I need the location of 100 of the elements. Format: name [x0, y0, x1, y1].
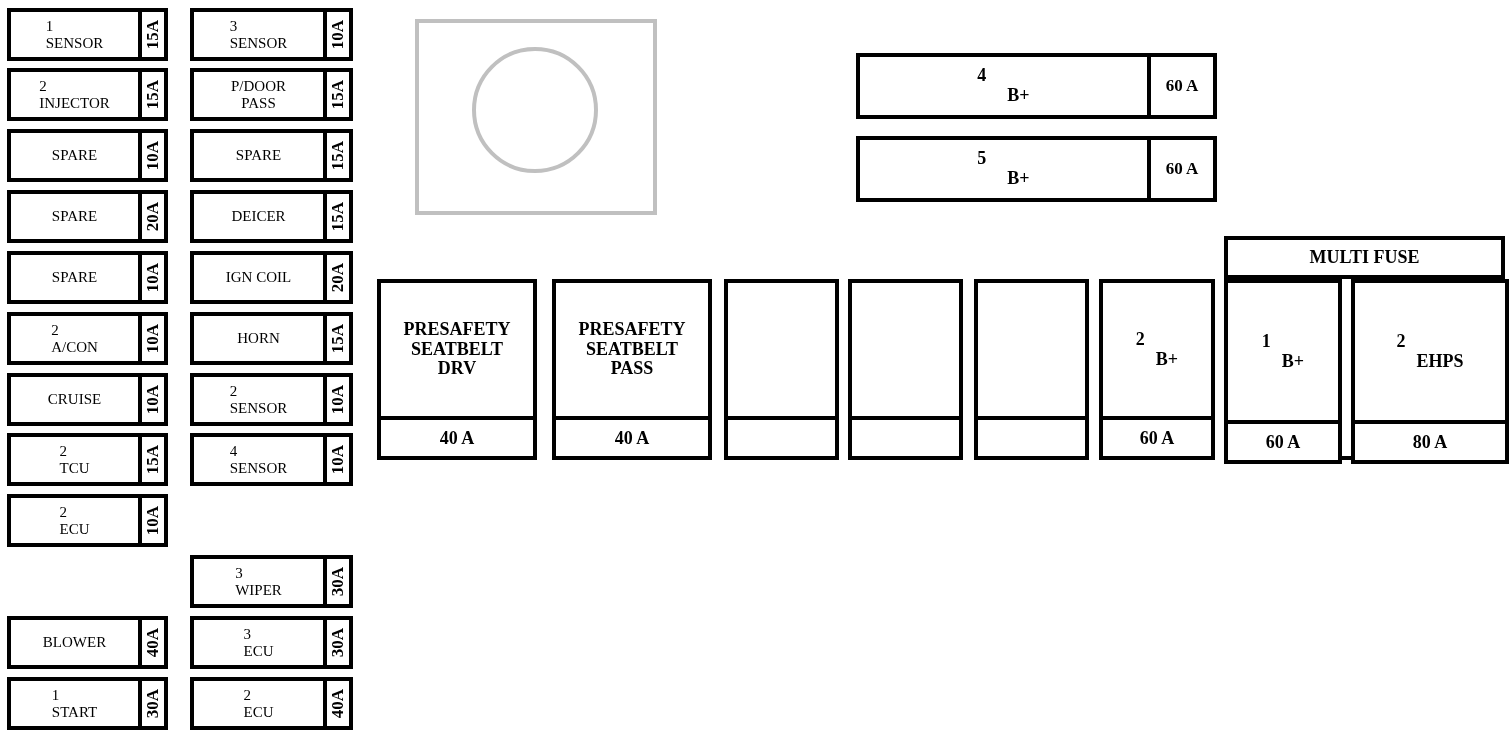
fuse-number: 2 [1135, 329, 1145, 350]
amp-rating: 60 A [1228, 420, 1338, 460]
amp-rating: 15A [323, 133, 349, 178]
fuse-label: B+ [1007, 86, 1030, 106]
amp-rating: 10A [138, 316, 164, 361]
fuse-label: ECU [243, 703, 274, 720]
fuse [7, 190, 168, 243]
fuse-label: SENSOR [229, 34, 288, 51]
fuse-number: 1 [1261, 331, 1271, 352]
amp-rating: 15A [323, 194, 349, 239]
fuse-label: PRESAFETY SEATBELT DRV [402, 319, 512, 380]
fuse-number: 2 [51, 322, 59, 339]
fuse-label: B+ [1155, 349, 1179, 370]
fuse-number: 4 [977, 66, 987, 86]
fuse-label: SENSOR [229, 399, 288, 416]
fuse [190, 373, 353, 426]
fuse-number: 4 [229, 443, 238, 460]
fuse-label: EHPS [1416, 351, 1464, 372]
fuse [7, 677, 168, 730]
amp-rating: 15A [138, 437, 164, 482]
fuse-number: 2 [59, 504, 67, 521]
fuse [7, 373, 168, 426]
fuse-label: SPARE [51, 269, 98, 286]
fuse-label: SENSOR [229, 459, 288, 476]
fuse-number: 2 [59, 443, 67, 460]
fuse-label: A/CON [51, 338, 98, 355]
amp-rating: 30A [323, 620, 349, 665]
fuse-label: IGN COIL [225, 269, 292, 286]
fuse-label: B+ [1007, 169, 1030, 189]
fuse-label: SPARE [51, 208, 98, 225]
fuse-label: B+ [1281, 351, 1305, 372]
amp-rating: 60 A [1103, 416, 1211, 456]
amp-rating: 15A [138, 72, 164, 117]
fuse [190, 555, 353, 608]
fuse-number: 2 [229, 383, 238, 400]
fuse [552, 279, 712, 460]
fuse-label: P/DOOR PASS [230, 78, 287, 111]
fuse-number: 1 [51, 687, 60, 704]
empty-fuse-slot [974, 279, 1089, 460]
amp-rating: 15A [323, 316, 349, 361]
amp-rating: 20A [323, 255, 349, 300]
fuse [7, 616, 168, 669]
fuse-number: 1 [45, 18, 54, 35]
fuse [856, 136, 1217, 202]
amp-rating: 15A [323, 72, 349, 117]
fuse-label: START [51, 703, 98, 720]
fuse-number: 2 [1396, 331, 1406, 352]
amp-rating: 10A [323, 377, 349, 422]
fuse [1224, 279, 1342, 464]
fuse-label: DEICER [231, 208, 286, 225]
amp-rating: 80 A [1355, 420, 1505, 460]
amp-rating: 60 A [1147, 140, 1213, 198]
amp-rating: 30A [138, 681, 164, 726]
fuse [7, 433, 168, 486]
fuse-label: PRESAFETY SEATBELT PASS [577, 319, 687, 380]
amp-rating: 40A [323, 681, 349, 726]
empty-fuse-slot [724, 279, 839, 460]
fuse [7, 68, 168, 121]
fuse-number: 2 [39, 78, 47, 95]
fuse [7, 8, 168, 61]
fuse [1351, 279, 1509, 464]
fuse-label: SENSOR [45, 34, 104, 51]
fuse-label: TCU [59, 459, 90, 476]
fuse [190, 190, 353, 243]
fuse [190, 677, 353, 730]
fuse [1099, 279, 1215, 460]
fuse-label: INJECTOR [39, 94, 110, 111]
amp-rating: 20A [138, 194, 164, 239]
fuse [190, 8, 353, 61]
fuse-label: CRUISE [47, 391, 102, 408]
fuse-label: SPARE [235, 147, 282, 164]
fuse [190, 251, 353, 304]
fuse [7, 494, 168, 547]
fuse-label: ECU [243, 642, 274, 659]
fuse-number: 3 [243, 626, 251, 643]
amp-rating: 60 A [1147, 57, 1213, 115]
amp-rating: 40 A [381, 416, 533, 456]
fuse [7, 251, 168, 304]
fuse-label: SPARE [51, 147, 98, 164]
amp-rating: 40A [138, 620, 164, 665]
amp-rating: 15A [138, 12, 164, 57]
fuse [7, 312, 168, 365]
fuse-label: HORN [237, 330, 280, 347]
empty-fuse-slot [848, 279, 963, 460]
amp-rating: 10A [138, 255, 164, 300]
fuse-number: 3 [235, 565, 243, 582]
amp-rating: 10A [138, 133, 164, 178]
fuse-label: BLOWER [42, 634, 107, 651]
amp-rating: 10A [138, 498, 164, 543]
fuse [190, 68, 353, 121]
fuse-number: 2 [243, 687, 251, 704]
fuse [190, 312, 353, 365]
fuse-label: WIPER [235, 581, 282, 598]
fuse [190, 129, 353, 182]
fuse [377, 279, 537, 460]
fuse [190, 616, 353, 669]
amp-rating: 30A [323, 559, 349, 604]
fuse [7, 129, 168, 182]
amp-rating: 10A [323, 437, 349, 482]
fuse-number: 3 [229, 18, 238, 35]
